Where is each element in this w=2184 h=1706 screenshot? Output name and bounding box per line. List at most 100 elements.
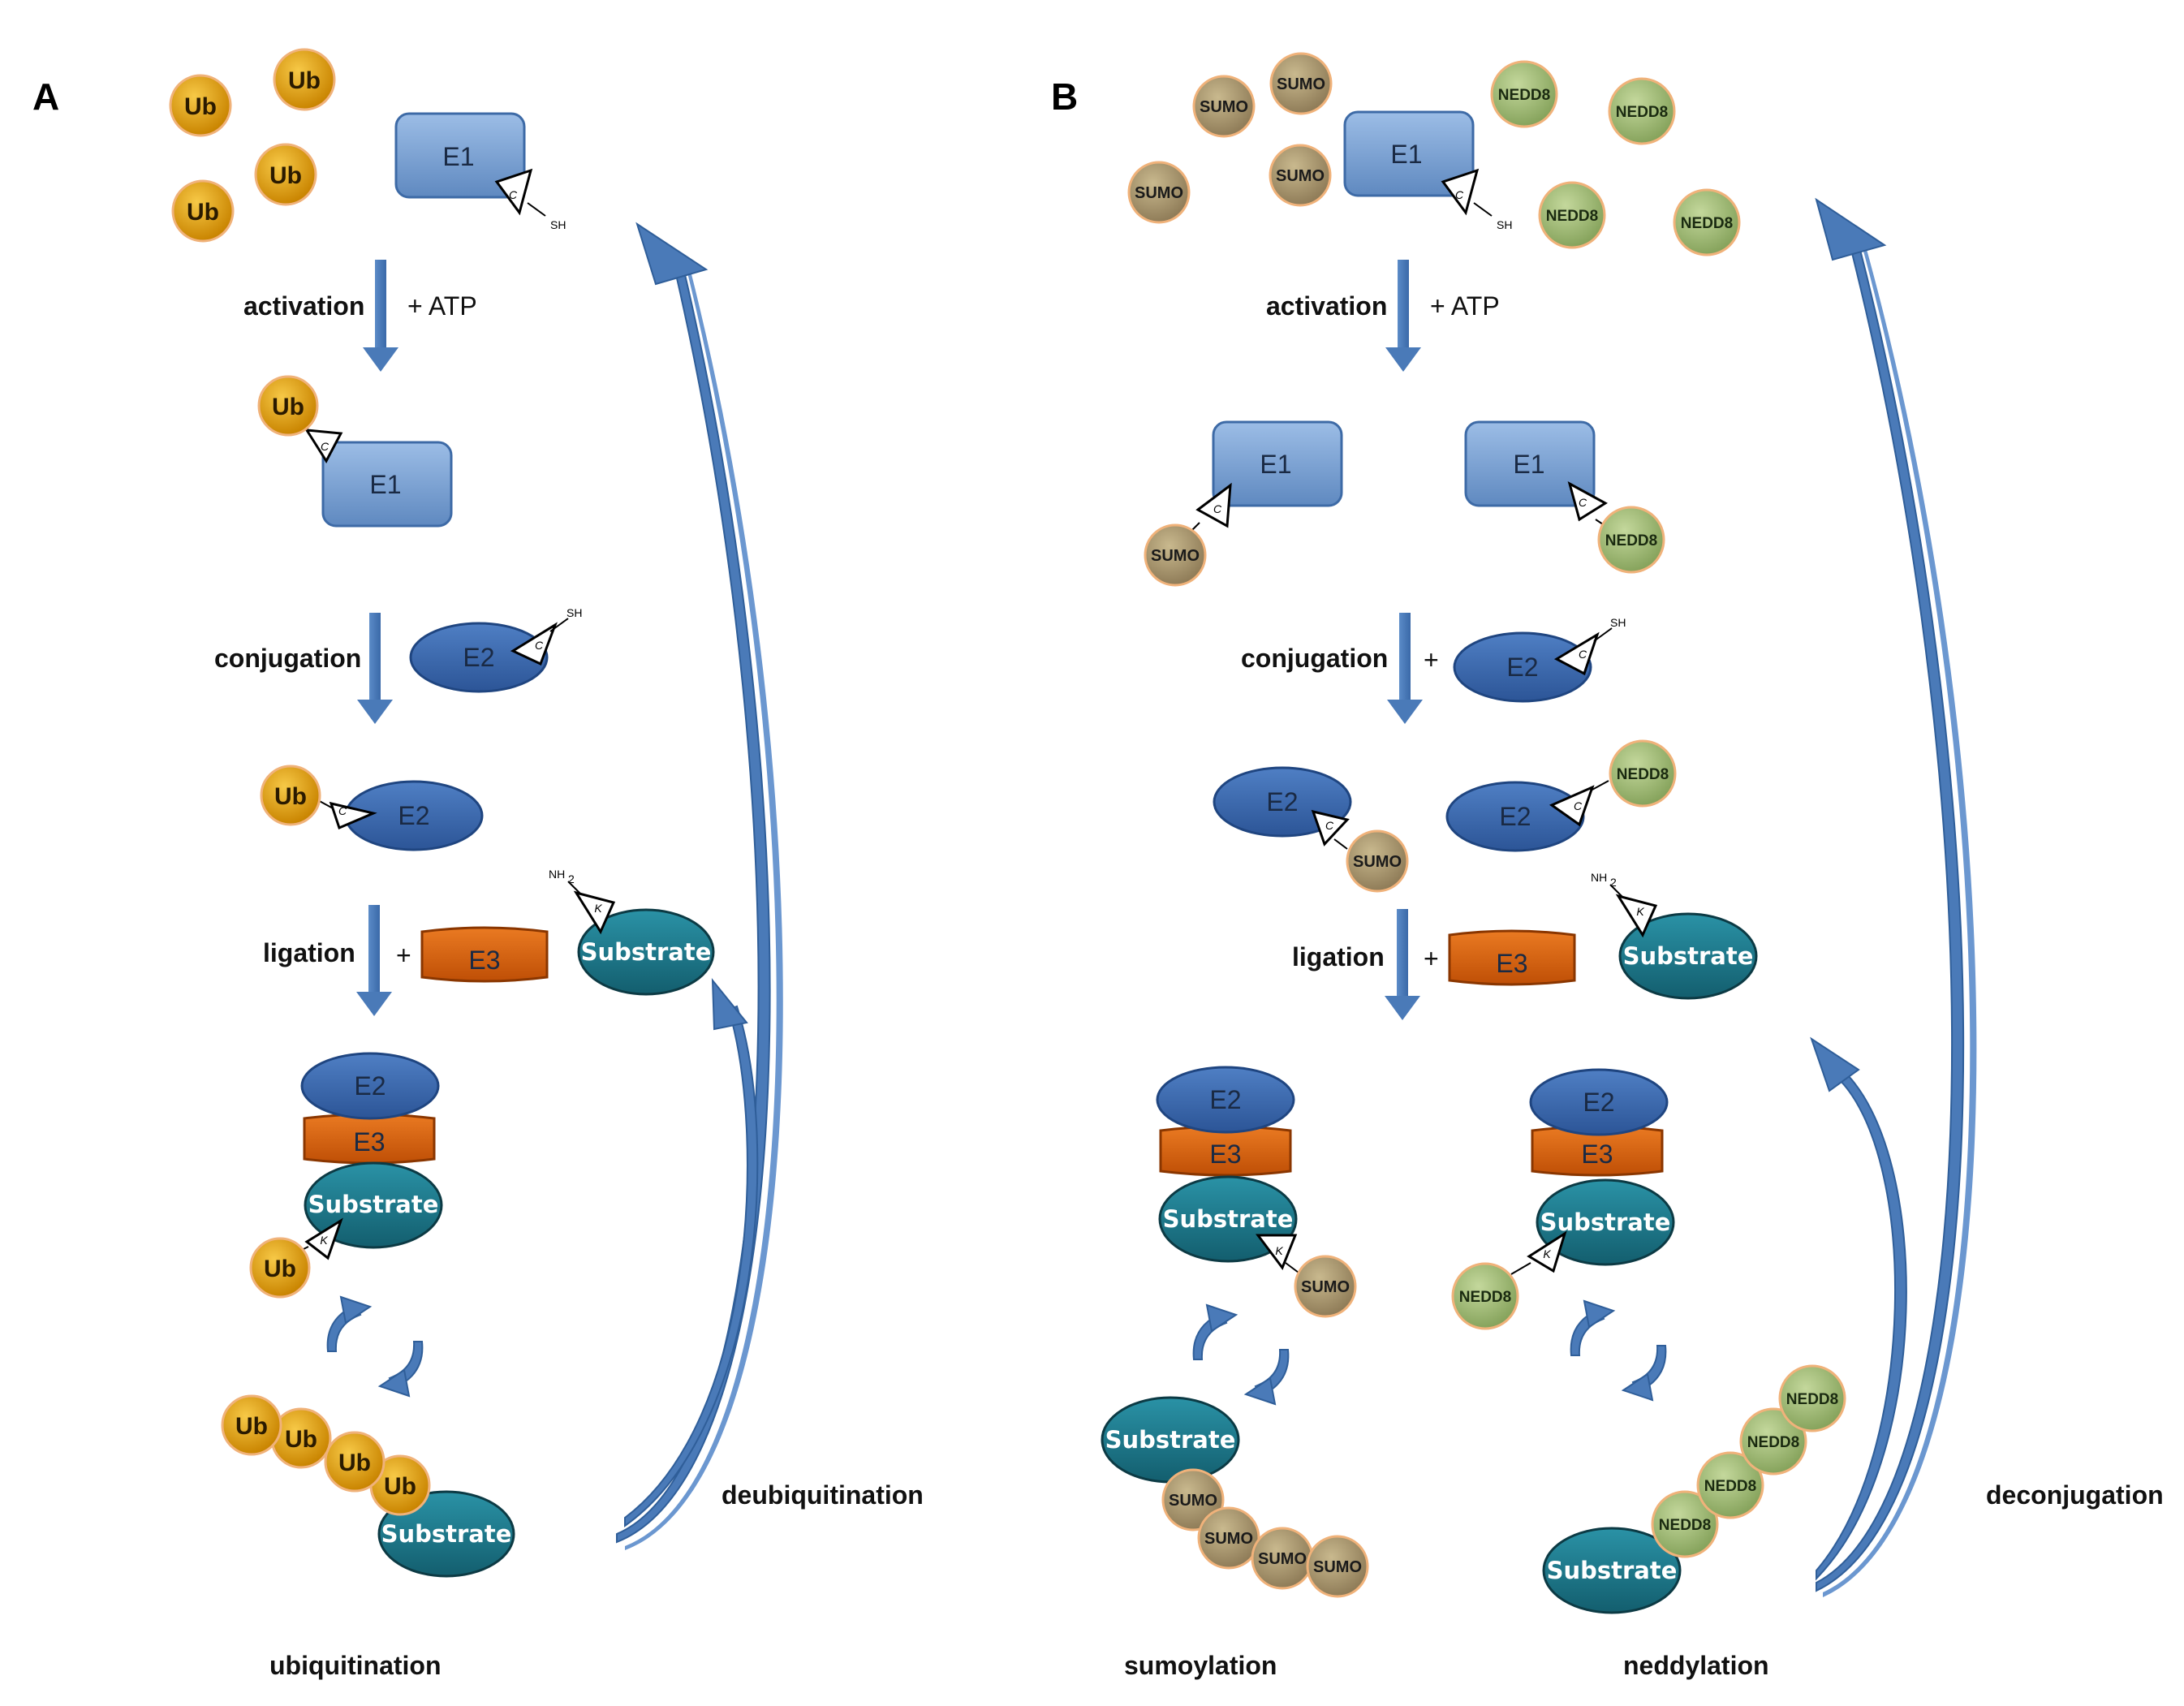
ub-free-4: Ub (171, 179, 235, 243)
cycle-arrows-b-nedd8 (1570, 1299, 1667, 1402)
svg-text:E3: E3 (468, 946, 500, 975)
svg-text:SH: SH (566, 606, 582, 619)
ub-e2-thioester-a: E2 C Ub (260, 765, 484, 851)
e1-enzyme-a: E1 C SH (394, 112, 566, 231)
nedd8-free-4: NEDD8 (1673, 188, 1741, 256)
svg-text:E1: E1 (1260, 450, 1291, 479)
conjugation-label-b: conjugation (1241, 644, 1388, 673)
svg-text:SUMO: SUMO (1204, 1530, 1253, 1548)
svg-text:C: C (1579, 648, 1587, 661)
nedd8-ligation-complex: E3 E2 Substrate K NEDD8 (1451, 1068, 1675, 1330)
svg-text:C: C (1579, 496, 1587, 509)
svg-text:Ub: Ub (384, 1473, 416, 1500)
activation-label-b: activation (1266, 291, 1387, 321)
svg-text:E1: E1 (369, 470, 401, 499)
svg-text:C: C (535, 639, 544, 652)
nedd8-free-3: NEDD8 (1538, 181, 1606, 249)
svg-text:Substrate: Substrate (1547, 1557, 1678, 1584)
conjugation-arrow-a (357, 613, 393, 724)
svg-text:Substrate: Substrate (581, 938, 712, 966)
svg-text:C: C (1213, 502, 1222, 515)
plus-label-b1: + (1424, 645, 1439, 674)
ub-e1-thioester-a: E1 C Ub (257, 375, 453, 528)
svg-text:Ub: Ub (235, 1413, 268, 1440)
e3-enzyme-a: E3 (420, 926, 549, 983)
ubiquitination-label: ubiquitination (269, 1651, 442, 1680)
polyub-substrate-a: Substrate Ub Ub Ub Ub (221, 1394, 515, 1578)
svg-text:Substrate: Substrate (308, 1191, 439, 1218)
sumo-free-2: SUMO (1269, 52, 1333, 115)
e2-e3-substrate-complex-a: E3 E2 Substrate K Ub (249, 1052, 443, 1299)
activation-arrow-b (1385, 260, 1421, 372)
nedd8-e1-thioester: E1 C NEDD8 (1464, 420, 1665, 574)
svg-text:NEDD8: NEDD8 (1704, 1478, 1756, 1495)
svg-text:SUMO: SUMO (1200, 98, 1248, 116)
svg-text:2: 2 (1610, 876, 1617, 889)
svg-text:Ub: Ub (274, 783, 307, 810)
svg-text:C: C (1325, 819, 1334, 832)
svg-text:Ub: Ub (269, 162, 302, 189)
svg-text:NEDD8: NEDD8 (1659, 1517, 1711, 1534)
ub-free-1: Ub (169, 74, 232, 137)
deconjugation-arrow-b (1810, 197, 1977, 1597)
svg-text:E2: E2 (1499, 802, 1531, 831)
svg-text:Ub: Ub (338, 1450, 371, 1476)
substrate-lysine-a: Substrate K NH 2 (549, 868, 715, 996)
svg-text:Ub: Ub (288, 67, 321, 94)
svg-text:C: C (321, 440, 330, 453)
ligation-arrow-b (1385, 909, 1420, 1020)
deubiquitination-label: deubiquitination (722, 1480, 924, 1510)
ligation-arrow-a (356, 905, 392, 1016)
svg-text:K: K (1636, 905, 1644, 918)
svg-text:Substrate: Substrate (1540, 1208, 1671, 1236)
svg-text:Ub: Ub (184, 93, 217, 120)
svg-text:NEDD8: NEDD8 (1616, 104, 1668, 121)
svg-text:NEDD8: NEDD8 (1786, 1391, 1838, 1408)
svg-text:E2: E2 (354, 1071, 386, 1101)
svg-text:Ub: Ub (272, 394, 304, 420)
svg-text:NH: NH (549, 868, 565, 881)
svg-text:NEDD8: NEDD8 (1617, 766, 1669, 783)
svg-text:Ub: Ub (285, 1426, 317, 1453)
svg-text:C: C (509, 188, 518, 201)
nedd8-free-1: NEDD8 (1490, 60, 1558, 128)
ligation-label-a: ligation (263, 938, 355, 967)
svg-text:NEDD8: NEDD8 (1681, 215, 1733, 232)
svg-text:SH: SH (1610, 616, 1626, 629)
svg-text:NEDD8: NEDD8 (1605, 532, 1657, 549)
sumoylation-label: sumoylation (1124, 1651, 1277, 1680)
svg-text:E1: E1 (1513, 450, 1544, 479)
activation-label-a: activation (243, 291, 364, 321)
svg-text:E2: E2 (1209, 1085, 1241, 1114)
svg-text:E1: E1 (1390, 140, 1422, 169)
cysteine-triangle (494, 168, 533, 216)
svg-text:SUMO: SUMO (1258, 1550, 1307, 1568)
conjugation-arrow-b (1387, 613, 1423, 724)
svg-text:Ub: Ub (187, 199, 219, 226)
svg-text:SUMO: SUMO (1313, 1558, 1362, 1576)
cycle-arrows-b-sumo (1192, 1303, 1290, 1406)
e2-enzyme-b: E2 C SH (1453, 616, 1626, 703)
svg-text:K: K (1275, 1244, 1283, 1257)
svg-text:SH: SH (1497, 218, 1512, 231)
deubiquitination-arrow-a (616, 222, 783, 1550)
atp-label-b: + ATP (1430, 291, 1500, 321)
e3-enzyme-b: E3 (1448, 929, 1576, 986)
plus-label-b2: + (1424, 944, 1439, 973)
e1-enzyme-b: E1 C SH (1343, 110, 1512, 231)
svg-text:Substrate: Substrate (1623, 942, 1754, 970)
polynedd8-substrate: Substrate NEDD8 NEDD8 NEDD8 NEDD8 (1542, 1364, 1846, 1614)
activation-arrow-a (363, 260, 398, 372)
svg-text:E2: E2 (1506, 653, 1538, 682)
svg-text:K: K (594, 902, 602, 915)
svg-text:SUMO: SUMO (1135, 184, 1183, 202)
svg-text:SUMO: SUMO (1301, 1278, 1350, 1296)
conjugation-label-a: conjugation (214, 644, 361, 673)
cycle-arrows-a (326, 1295, 424, 1398)
svg-text:C: C (338, 804, 347, 817)
svg-text:E2: E2 (398, 801, 429, 830)
svg-text:Substrate: Substrate (1105, 1426, 1236, 1454)
svg-text:Substrate: Substrate (1163, 1205, 1294, 1233)
svg-text:E2: E2 (463, 643, 494, 672)
